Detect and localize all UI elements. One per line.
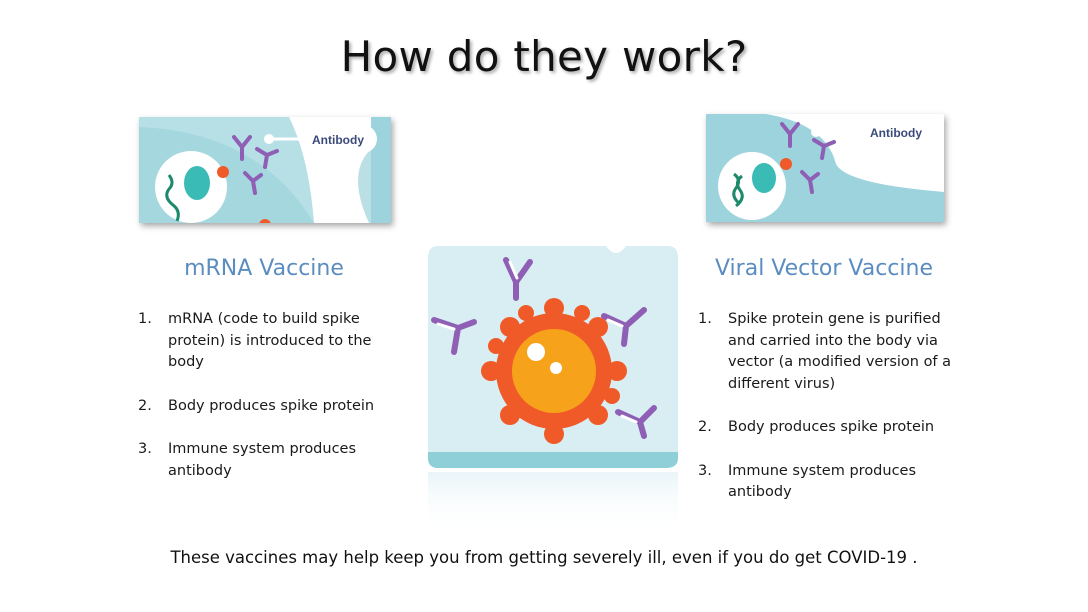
viral-vector-vaccine-heading: Viral Vector Vaccine — [714, 256, 933, 281]
slide-title: How do they work? — [340, 32, 748, 81]
list-item: 2.Body produces spike protein — [138, 397, 375, 414]
list-item: 1.mRNA (code to build spike protein) is … — [138, 311, 372, 370]
list-item: 3.Immune system produces antibody — [698, 462, 917, 501]
cell-antibody-illustration-icon: Antibody — [706, 114, 944, 222]
mrna-vaccine-heading: mRNA Vaccine — [184, 256, 344, 281]
thumbnail-antibody-label: Antibody — [312, 133, 364, 147]
viral-vector-thumbnail-image: Antibody — [706, 114, 944, 222]
cell-antibody-illustration-icon: Antibody — [139, 117, 391, 223]
list-item: 2.Body produces spike protein — [698, 419, 935, 435]
thumbnail-antibody-label: Antibody — [870, 126, 922, 140]
viral-vector-steps-list: 1.Spike protein gene is purified and car… — [698, 309, 958, 526]
virus-icon — [428, 246, 678, 532]
virus-antibody-illustration — [426, 246, 680, 540]
mrna-thumbnail-image: Antibody — [139, 117, 391, 223]
list-item: 1.Spike protein gene is purified and car… — [698, 311, 952, 392]
mrna-steps-list: 1.mRNA (code to build spike protein) is … — [138, 309, 388, 504]
list-item: 3.Immune system produces antibody — [138, 441, 357, 479]
footer-note: These vaccines may help keep you from ge… — [170, 548, 918, 567]
